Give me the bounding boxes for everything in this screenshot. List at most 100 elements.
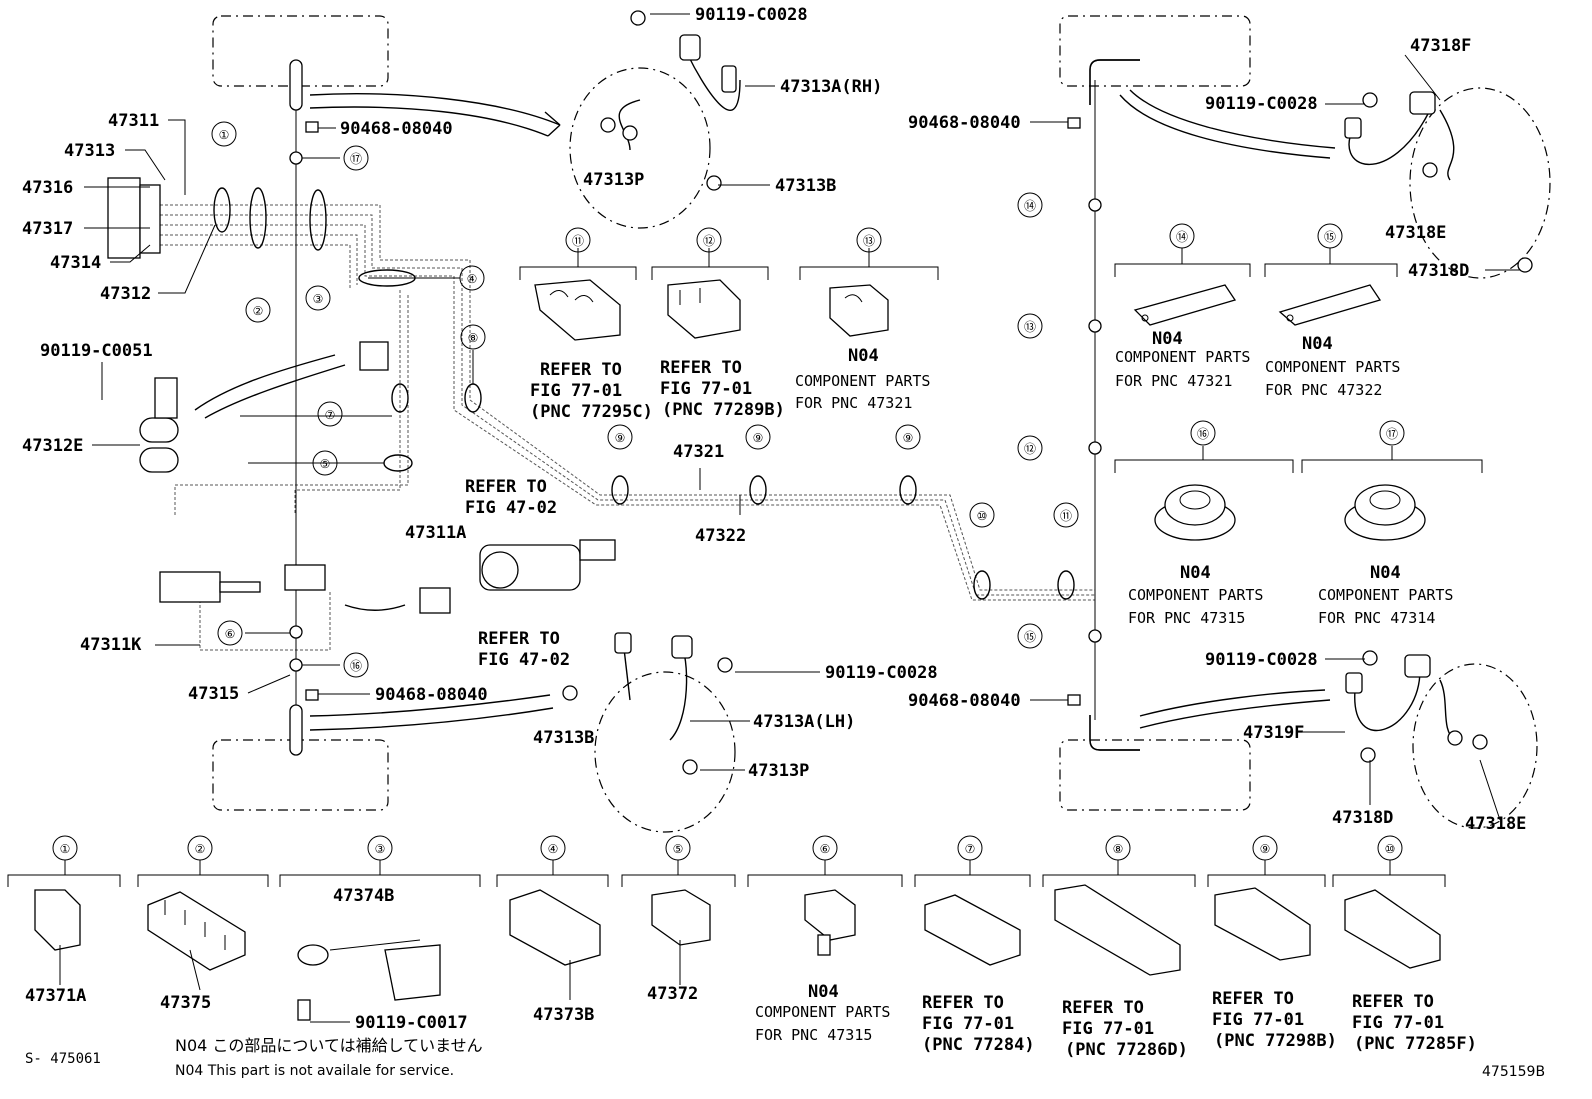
detail-callout-16: ⑯ (1197, 427, 1209, 441)
arrow-to-rear-left-hose (309, 694, 551, 717)
rear-right-wheel-outline (1059, 739, 1251, 811)
clamp-10-drawing (1344, 889, 1441, 969)
for-pnc-47315-6: FOR PNC 47315 (755, 1026, 872, 1044)
for-pnc-47315-16: FOR PNC 47315 (1128, 609, 1245, 627)
label-47311a: 47311A (405, 523, 466, 543)
callout-10: ⑩ (977, 509, 988, 523)
front-right-wheel-outline (1059, 15, 1251, 87)
detail-circle-front-left (569, 67, 711, 229)
refer-to-8: REFER TO (1062, 998, 1144, 1018)
callout-9a: ⑨ (615, 431, 626, 445)
label-47373b: 47373B (533, 1005, 594, 1025)
detail-circle-front-right (1409, 87, 1551, 279)
label-47375: 47375 (160, 993, 211, 1013)
pnc-77285f: (PNC 77285F) (1354, 1034, 1477, 1054)
label-47311: 47311 (108, 111, 159, 131)
detail-callout-13: ⑬ (863, 234, 875, 248)
for-pnc-47321-13: FOR PNC 47321 (795, 394, 912, 412)
label-47321: 47321 (673, 442, 724, 462)
actuator-block (107, 177, 161, 259)
callout-1: ① (219, 128, 230, 142)
line-clamp-markers (213, 151, 1102, 672)
detail-callout-6: ⑥ (820, 842, 831, 856)
clamp-13-drawing (829, 284, 889, 337)
callout-7: ⑦ (325, 408, 336, 422)
detail-callout-11: ⑪ (572, 234, 584, 248)
label-90119-c0028-b: 90119-C0028 (825, 663, 938, 683)
fig-77-01-12: FIG 77-01 (660, 379, 752, 399)
label-47312: 47312 (100, 284, 151, 304)
pnc-77295c: (PNC 77295C) (530, 402, 653, 422)
front-left-hose (600, 10, 741, 191)
detail-callout-4: ④ (548, 842, 559, 856)
label-90119-c0028-c: 90119-C0028 (1205, 94, 1318, 114)
label-47322: 47322 (695, 526, 746, 546)
refer-to-7: REFER TO (922, 993, 1004, 1013)
label-47372: 47372 (647, 984, 698, 1004)
label-47313b-a: 47313B (775, 176, 836, 196)
arrow-to-rear-right-hose (1139, 689, 1326, 717)
clamp-8-drawing (1054, 884, 1181, 976)
label-90468-c: 90468-08040 (908, 113, 1021, 133)
label-47313p-b: 47313P (748, 761, 809, 781)
callout-15: ⑮ (1024, 630, 1036, 644)
for-pnc-47322-15: FOR PNC 47322 (1265, 381, 1382, 399)
for-pnc-47314-17: FOR PNC 47314 (1318, 609, 1435, 627)
label-47313a-rh: 47313A(RH) (780, 77, 882, 97)
arrow-to-front-right-hose (1119, 94, 1331, 159)
label-47316: 47316 (22, 178, 73, 198)
grommet-17-drawing (1344, 484, 1426, 541)
fig-77-01-10: FIG 77-01 (1352, 1013, 1444, 1033)
callout-2: ② (253, 304, 264, 318)
detail-callout-7: ⑦ (965, 842, 976, 856)
callout-14: ⑭ (1024, 199, 1036, 213)
fig-77-01-8: FIG 77-01 (1062, 1019, 1154, 1039)
arrow-to-47311a (344, 604, 406, 611)
label-47313p-a: 47313P (583, 170, 644, 190)
label-47313b-b: 47313B (533, 728, 594, 748)
clamp-2-drawing (147, 891, 246, 971)
reference-notes: REFER TO FIG 47-02 REFER TO FIG 47-02 RE… (465, 329, 1477, 1060)
callout-8: ⑧ (468, 331, 479, 345)
callout-16: ⑯ (350, 659, 362, 673)
arrow-to-clamp-47312e (194, 354, 336, 411)
fig-77-01-7: FIG 77-01 (922, 1014, 1014, 1034)
clamp-7-drawing (924, 894, 1021, 966)
part-labels: 90119-C0028 47313A(RH) 47313P 47313B 904… (22, 5, 1526, 1033)
label-47318d-a: 47318D (1408, 261, 1469, 281)
label-90119-c0051: 90119-C0051 (40, 341, 153, 361)
label-47317: 47317 (22, 219, 73, 239)
footer: S- 475061 N04 この部品については補給していません N04 This… (25, 1036, 1545, 1080)
component-parts-14: COMPONENT PARTS (1115, 348, 1250, 366)
pnc-77284: (PNC 77284) (922, 1035, 1035, 1055)
callout-12: ⑫ (1024, 442, 1036, 456)
n04-17: N04 (1370, 563, 1401, 583)
label-47318f: 47318F (1410, 36, 1471, 56)
label-47318e-a: 47318E (1385, 223, 1446, 243)
callout-3: ③ (313, 292, 324, 306)
detail-circle-rear-right (1412, 663, 1538, 829)
label-90468-a: 90468-08040 (340, 119, 453, 139)
pnc-77286d: (PNC 77286D) (1065, 1040, 1188, 1060)
front-right-hose (1344, 91, 1533, 273)
n04-6: N04 (808, 982, 839, 1002)
label-47311k: 47311K (80, 635, 142, 655)
leader-lines (84, 13, 1520, 821)
callout-5: ⑤ (320, 457, 331, 471)
callout-6: ⑥ (225, 627, 236, 641)
clamp-12-drawing (667, 279, 741, 339)
callout-17: ⑰ (350, 152, 362, 166)
n04-15: N04 (1302, 334, 1333, 354)
fig-47-02-b: FIG 47-02 (478, 650, 570, 670)
n04-14: N04 (1152, 329, 1183, 349)
n04-13: N04 (848, 346, 879, 366)
bracket-3-drawing (297, 939, 441, 1021)
label-47319f: 47319F (1243, 723, 1304, 743)
footer-note-jp: N04 この部品については補給していません (175, 1036, 483, 1055)
component-parts-13: COMPONENT PARTS (795, 372, 930, 390)
detail-callout-17: ⑰ (1386, 427, 1398, 441)
pnc-77289b: (PNC 77289B) (662, 400, 785, 420)
fig-47-02-a: FIG 47-02 (465, 498, 557, 518)
label-47314: 47314 (50, 253, 101, 273)
